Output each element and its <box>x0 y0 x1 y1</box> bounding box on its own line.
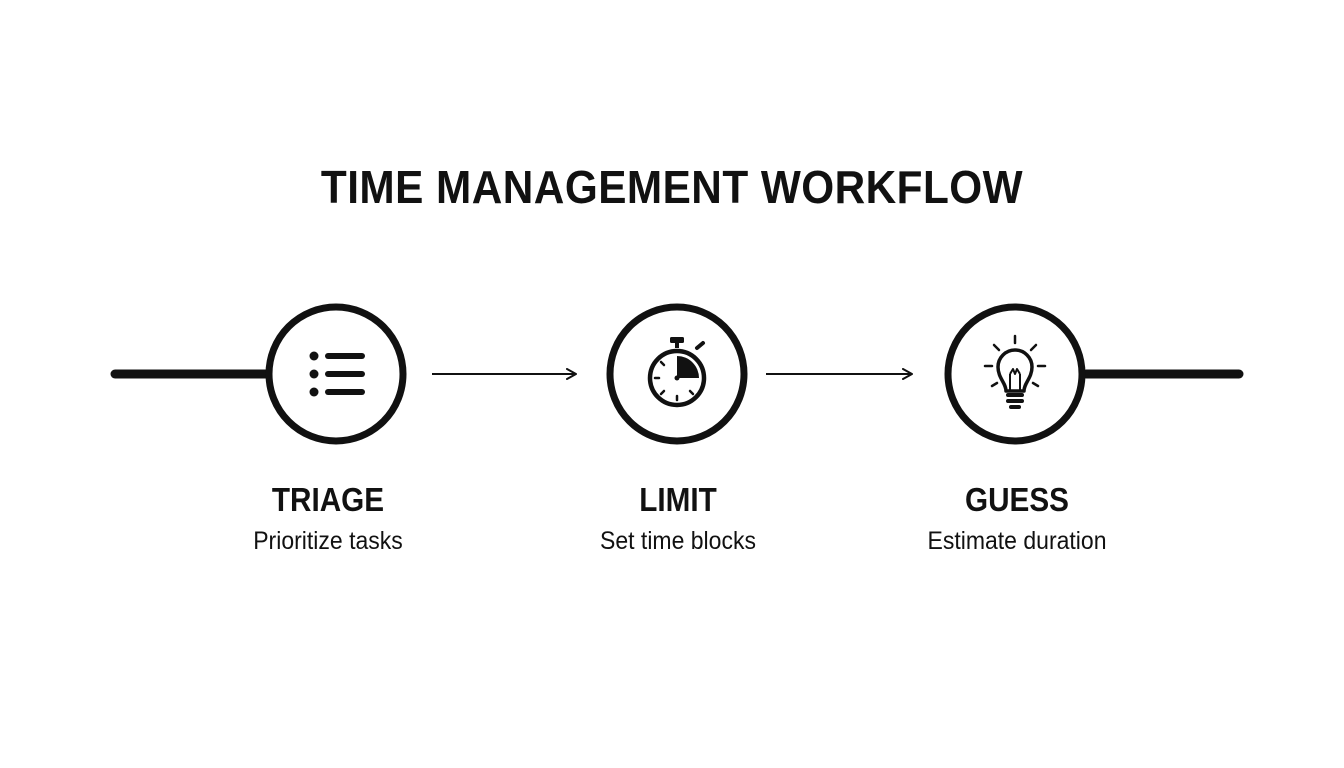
step-guess-name: GUESS <box>964 481 1069 518</box>
step-limit-label: LIMIT Set time blocks <box>528 480 828 558</box>
list-icon <box>309 351 365 397</box>
step-limit-description: Set time blocks <box>600 527 756 555</box>
step-triage-name: TRIAGE <box>271 481 385 518</box>
step-limit-name: LIMIT <box>639 481 717 518</box>
step-guess-description: Estimate duration <box>927 527 1107 555</box>
step-triage-description: Prioritize tasks <box>253 527 403 555</box>
step-triage-label: TRIAGE Prioritize tasks <box>178 480 478 558</box>
step-guess-node <box>944 303 1086 445</box>
step-limit-node <box>606 303 748 445</box>
lightbulb-icon <box>983 334 1047 409</box>
stopwatch-icon <box>647 337 707 408</box>
step-triage-node <box>265 303 407 445</box>
diagram-title: TIME MANAGEMENT WORKFLOW <box>320 161 1024 213</box>
step-guess-label: GUESS Estimate duration <box>867 480 1167 558</box>
